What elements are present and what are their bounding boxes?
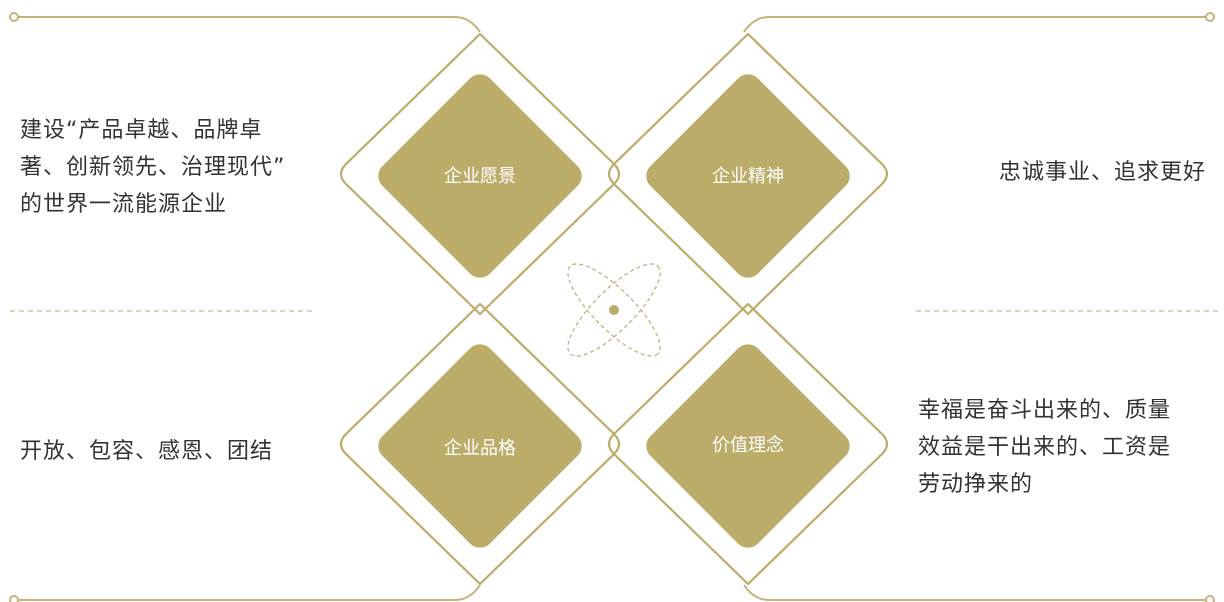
badge-character	[378, 344, 582, 548]
vision-line: 著、创新领先、治理现代”	[20, 155, 286, 180]
spirit-description: 忠诚事业、追求更好	[999, 154, 1206, 191]
connector-lines	[18, 16, 1206, 601]
atom-core	[609, 305, 619, 315]
badge-spirit	[646, 74, 850, 278]
character-title: 企业品格	[444, 438, 516, 459]
frame-character	[339, 302, 621, 586]
vision-line: 建设“产品卓越、品牌卓	[20, 118, 263, 143]
character-line: 开放、包容、感恩、团结	[20, 439, 274, 464]
end-dot-top-right	[1205, 12, 1215, 22]
values-description: 幸福是奋斗出来的、质量 效益是干出来的、工资是 劳动挣来的	[918, 392, 1171, 503]
values-line: 效益是干出来的、工资是	[918, 435, 1172, 460]
vision-line: 的世界一流能源企业	[20, 192, 228, 217]
connector-bottom-left	[18, 584, 481, 601]
values-line: 劳动挣来的	[918, 472, 1034, 497]
frame-spirit	[607, 32, 889, 316]
values-line: 幸福是奋斗出来的、质量	[918, 398, 1172, 423]
connector-top-right	[743, 16, 1206, 33]
connector-end-dots	[9, 12, 1215, 602]
end-dot-top-left	[9, 12, 19, 22]
badge-vision	[378, 74, 582, 278]
frame-values	[607, 302, 889, 586]
character-description: 开放、包容、感恩、团结	[20, 433, 273, 470]
badge-values	[646, 344, 850, 548]
diamond-frames	[339, 32, 889, 586]
atom-orbit-icon	[567, 263, 661, 357]
vision-description: 建设“产品卓越、品牌卓 著、创新领先、治理现代” 的世界一流能源企业	[20, 112, 285, 223]
end-dot-bottom-left	[9, 595, 19, 602]
connector-bottom-right	[743, 584, 1206, 601]
spirit-line: 忠诚事业、追求更好	[998, 160, 1206, 185]
vision-title: 企业愿景	[444, 166, 516, 187]
values-title: 价值理念	[712, 435, 784, 456]
spirit-title: 企业精神	[712, 166, 784, 187]
diamond-badges	[378, 74, 850, 548]
frame-vision	[339, 32, 621, 316]
end-dot-bottom-right	[1205, 595, 1215, 602]
connector-top-left	[18, 16, 481, 33]
